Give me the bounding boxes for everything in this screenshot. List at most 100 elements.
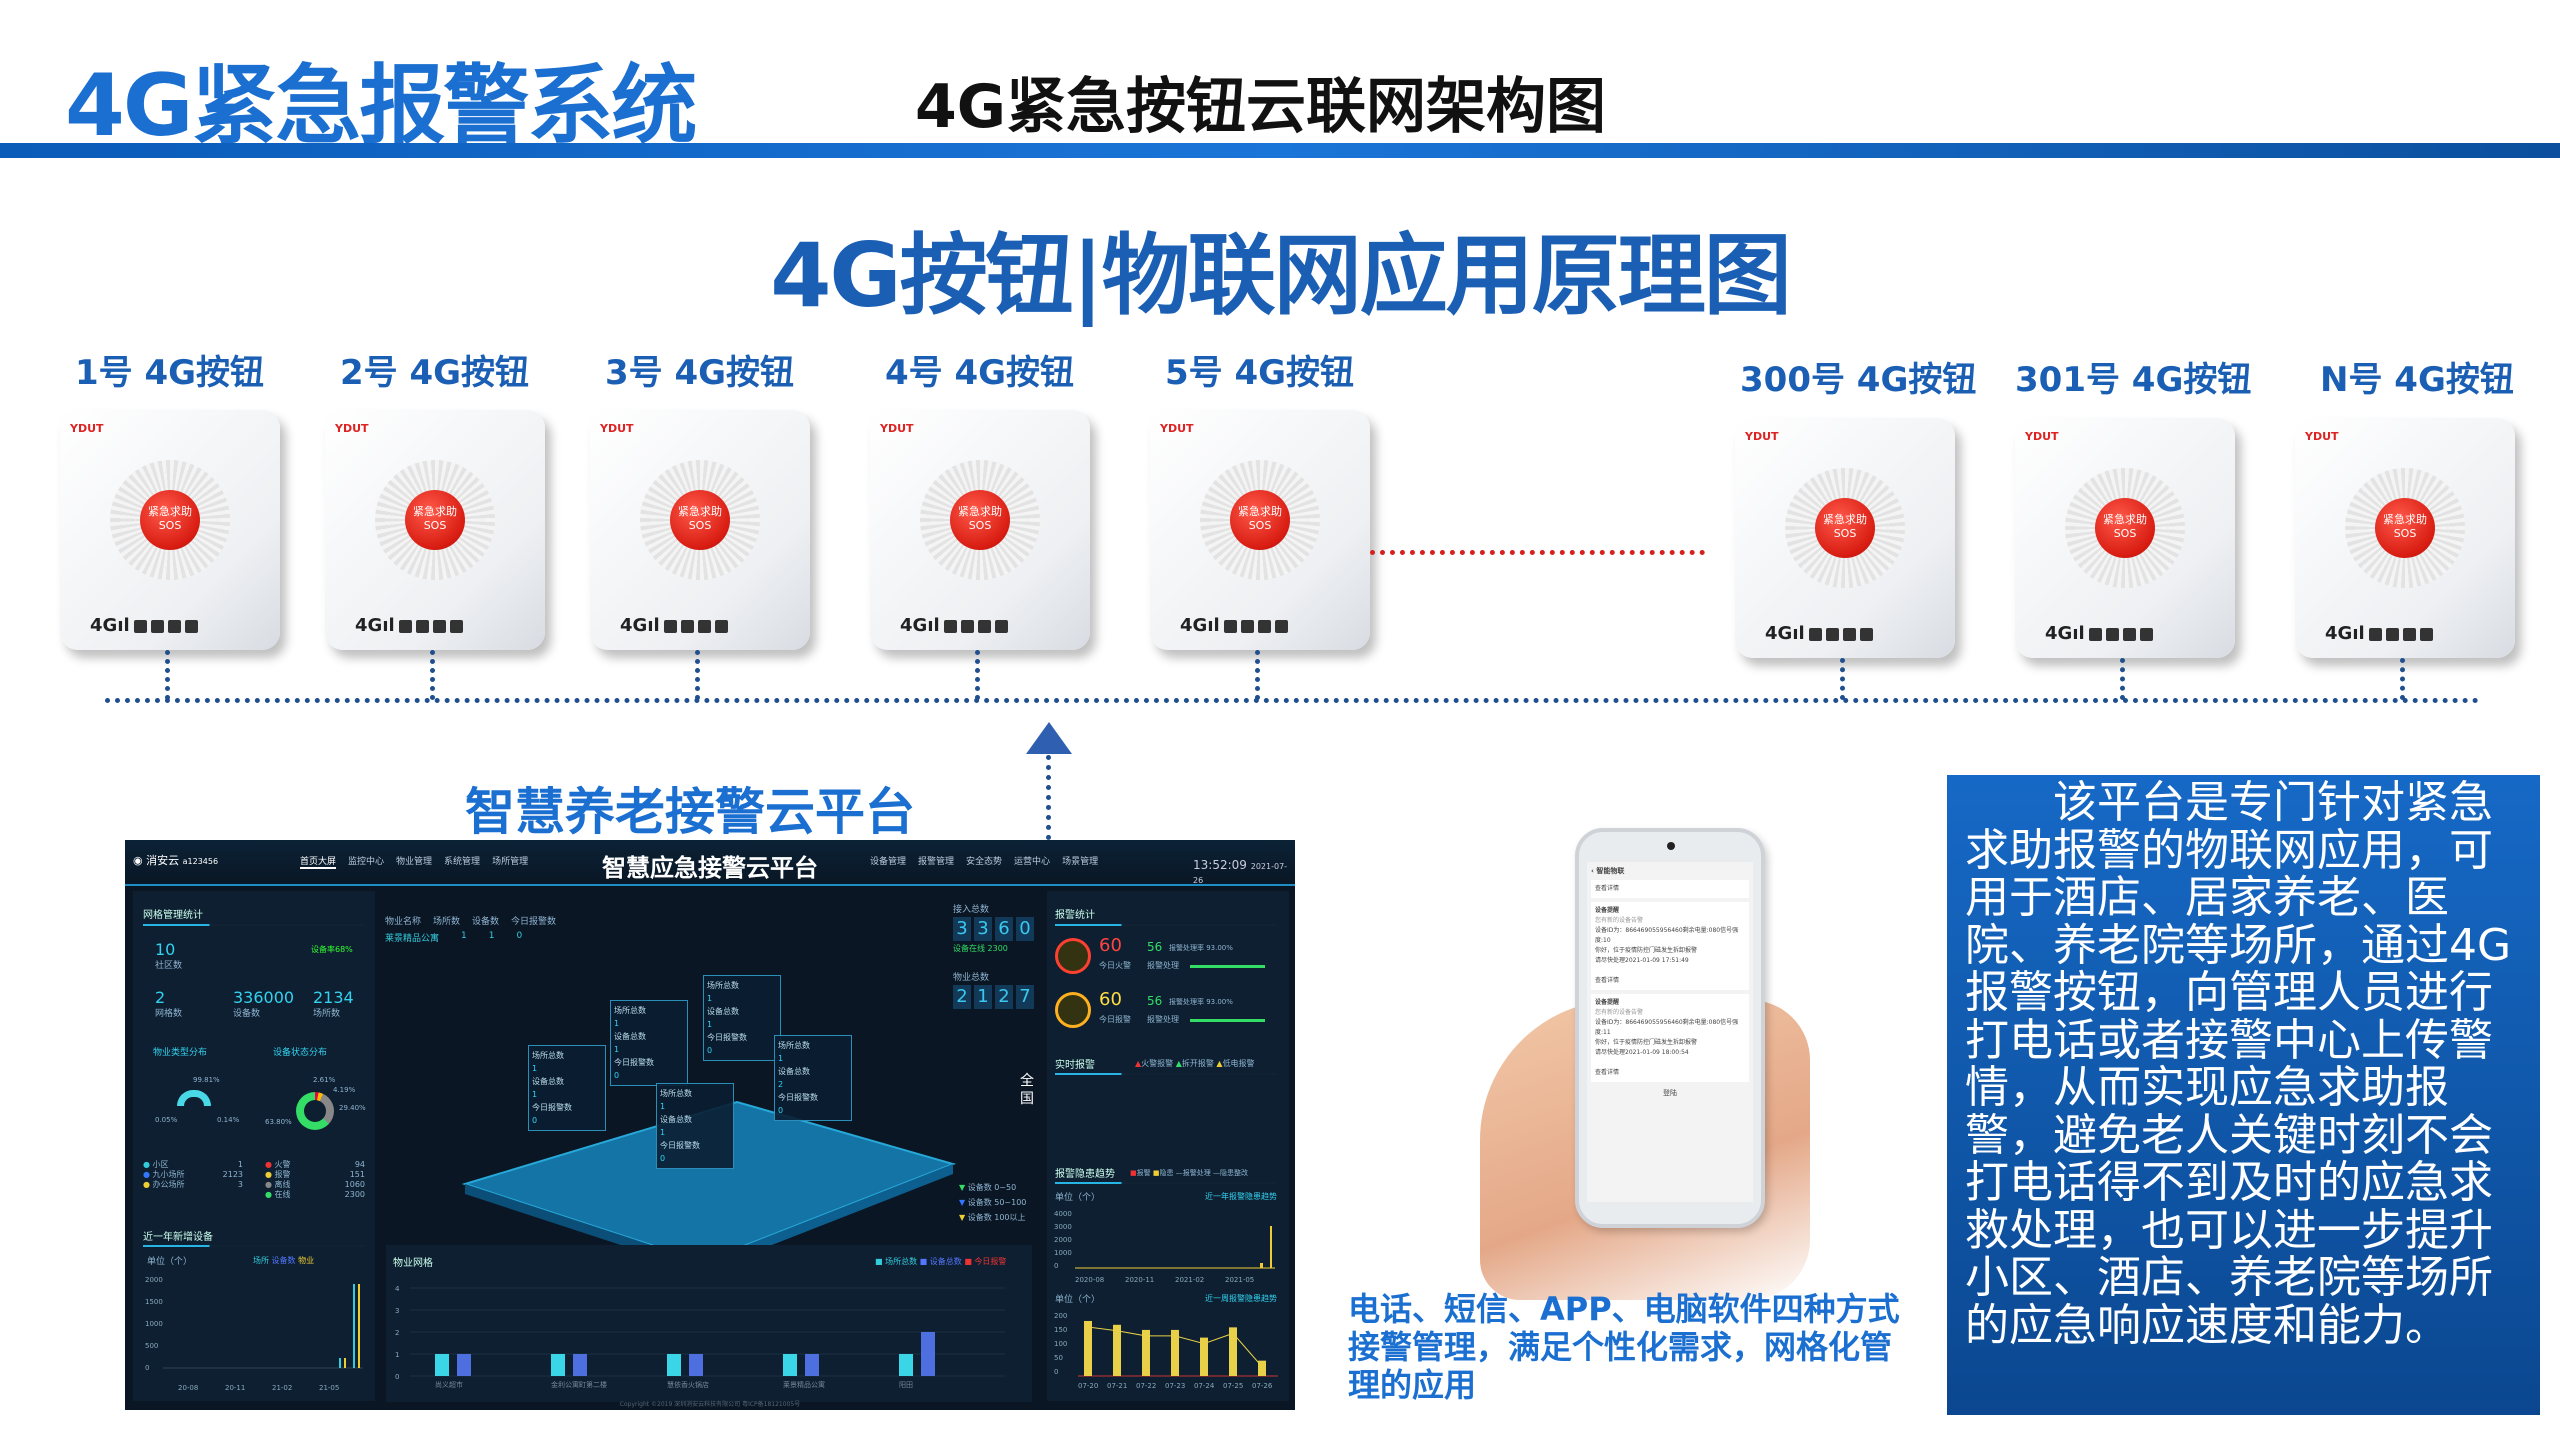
- device-label: 5号 4G按钮: [1165, 353, 1355, 393]
- ydut-logo: YDUT: [1745, 430, 1779, 443]
- x-tick-label: 2021-05: [1225, 1276, 1254, 1284]
- info-box: 该平台是专门针对紧急求助报警的物联网应用，可用于酒店、居家养老、医院、养老院等场…: [1947, 775, 2540, 1415]
- dashboard-screenshot: ◉ 消安云 a123456 智慧应急接警云平台 首页大屏监控中心物业管理系统管理…: [125, 840, 1295, 1410]
- phone-detail-link[interactable]: 查看详情: [1591, 880, 1749, 898]
- title-underline: [143, 1245, 365, 1247]
- bar: [1229, 1327, 1237, 1376]
- status-icons: 4Gıl: [1180, 615, 1288, 636]
- y-tick-label: 3: [395, 1307, 399, 1315]
- nav-item[interactable]: 报警管理: [918, 857, 955, 867]
- nav-item[interactable]: 场所管理: [492, 857, 529, 867]
- week-trend-link[interactable]: 近一周报警隐患趋势: [1205, 1294, 1277, 1303]
- x-tick-label: 尚义超市: [435, 1380, 463, 1389]
- bar: [353, 1284, 355, 1368]
- x-tick-label: 07-21: [1107, 1382, 1127, 1390]
- y-tick-label: 150: [1054, 1326, 1067, 1334]
- status-icons: 4Gıl: [2325, 623, 2433, 644]
- bar: [1113, 1324, 1121, 1376]
- new-devices-title: 近一年新增设备: [143, 1232, 213, 1243]
- grid-chart-title: 物业网格: [393, 1258, 433, 1269]
- bar-sites: [551, 1354, 565, 1376]
- y-tick-label: 500: [145, 1342, 158, 1350]
- y-tick-label: 4: [395, 1285, 400, 1293]
- nav-item[interactable]: 系统管理: [444, 857, 481, 867]
- device-status-title: 设备状态分布: [273, 1048, 328, 1058]
- header-line: [125, 884, 1295, 886]
- nav-item[interactable]: 安全态势: [966, 857, 1003, 867]
- property-dist-title: 物业类型分布: [153, 1048, 208, 1058]
- x-tick-label: 20-11: [225, 1384, 245, 1392]
- bar: [1142, 1329, 1150, 1376]
- nation-label[interactable]: 全国: [1020, 1073, 1034, 1107]
- grid-bar-chart: 43210尚义超市金利公寓町第二楼慧依香火锅店莱景精品公寓阳田: [395, 1285, 1005, 1389]
- y-tick-label: 3000: [1054, 1223, 1072, 1231]
- ydut-logo: YDUT: [600, 422, 634, 435]
- title-underline: [1055, 1073, 1277, 1075]
- y-tick-label: 1000: [145, 1320, 163, 1328]
- user-name[interactable]: a123456: [182, 857, 219, 866]
- ydut-logo: YDUT: [2025, 430, 2059, 443]
- x-tick-label: 金利公寓町第二楼: [551, 1380, 607, 1389]
- arrow-up-icon: [1026, 722, 1072, 754]
- nav-item[interactable]: 场景管理: [1062, 857, 1099, 867]
- bar-devices: [573, 1354, 587, 1376]
- uplink-dotted-line: [1046, 755, 1051, 840]
- y-tick-label: 0: [1054, 1368, 1058, 1376]
- y-tick-label: 200: [1054, 1312, 1067, 1320]
- device-link-line: [2400, 658, 2405, 700]
- device-link-line: [1840, 658, 1845, 700]
- x-tick-label: 2020-11: [1125, 1276, 1154, 1284]
- donut-chart: [296, 1092, 334, 1130]
- nav-item[interactable]: 监控中心: [348, 857, 385, 867]
- y-tick-label: 2000: [1054, 1236, 1072, 1244]
- table-header: 物业名称场所数设备数今日报警数: [385, 917, 557, 927]
- login-button[interactable]: 登陆: [1663, 1089, 1677, 1097]
- bar-devices: [457, 1354, 471, 1376]
- nav-item[interactable]: 设备管理: [870, 857, 907, 867]
- device-label: 1号 4G按钮: [75, 353, 265, 393]
- x-tick-label: 2021-02: [1175, 1276, 1204, 1284]
- x-tick-label: 21-05: [319, 1384, 339, 1392]
- nav-item[interactable]: 运营中心: [1014, 857, 1051, 867]
- y-tick-label: 0: [395, 1373, 399, 1381]
- year-trend-link[interactable]: 近一年报警隐患趋势: [1205, 1192, 1277, 1201]
- main-heading: 4G按钮|物联网应用原理图: [770, 224, 1792, 327]
- x-tick-label: 阳田: [899, 1380, 913, 1389]
- nav-item[interactable]: 首页大屏: [300, 857, 337, 869]
- donut-pct: 29.40%: [339, 1104, 366, 1112]
- nav-item[interactable]: 物业管理: [396, 857, 433, 867]
- unit-label: 单位（个）: [147, 1257, 193, 1267]
- status-icons: 4Gıl: [355, 615, 463, 636]
- left-panel: [133, 891, 375, 1401]
- cloud-platform-title: 智慧养老接警云平台: [465, 783, 915, 841]
- right-panel: [1047, 891, 1289, 1401]
- map-legend: ▼ 设备数 0~50▼ 设备数 50~100▼ 设备数 100以上: [959, 1183, 1027, 1222]
- y-tick-label: 100: [1054, 1340, 1067, 1348]
- y-tick-label: 1000: [1054, 1249, 1072, 1257]
- x-tick-label: 07-20: [1078, 1382, 1098, 1390]
- donut-pct: 2.61%: [313, 1076, 336, 1084]
- device-link-line: [975, 650, 980, 700]
- ydut-logo: YDUT: [880, 422, 914, 435]
